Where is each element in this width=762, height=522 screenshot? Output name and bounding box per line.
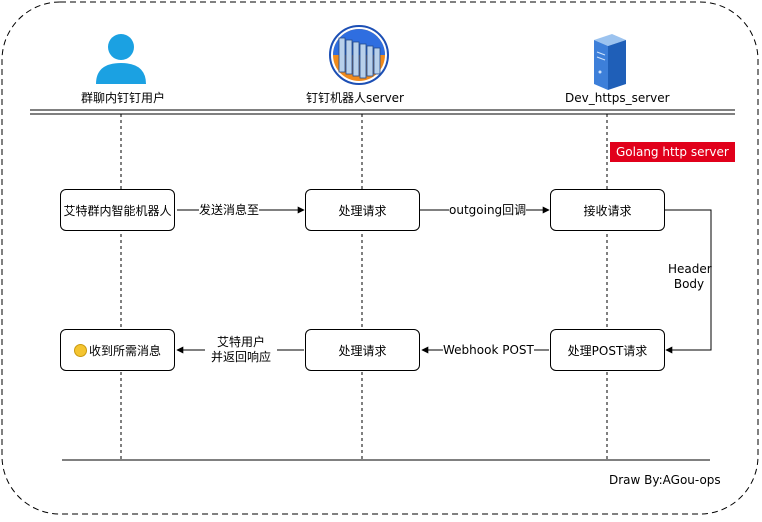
node-at-robot[interactable]: 艾特群内智能机器人	[60, 189, 175, 231]
actor-label-dev: Dev_https_server	[565, 91, 670, 105]
node-process-request-2[interactable]: 处理请求	[305, 329, 420, 371]
edge-label-header-body: Header Body	[668, 262, 712, 292]
edge-label-outgoing: outgoing回调	[449, 203, 527, 218]
user-icon	[96, 34, 146, 84]
node-process-post[interactable]: 处理POST请求	[550, 329, 665, 371]
node-process-request-1[interactable]: 处理请求	[305, 189, 420, 231]
edge-label-return-line2: 并返回响应	[210, 350, 271, 364]
edge-label-header: Header	[668, 262, 712, 276]
credit-text: Draw By:AGou-ops	[609, 473, 721, 487]
smile-emoji-icon	[73, 343, 87, 357]
node-receive-message-label: 收到所需消息	[88, 343, 161, 358]
arrow-header-body	[664, 209, 712, 354]
actor-label-user: 群聊内钉钉用户	[81, 91, 166, 105]
edge-label-body: Body	[673, 277, 705, 291]
diagram-border	[1, 1, 759, 515]
edge-label-webhook: Webhook POST	[443, 343, 534, 358]
server-rack-icon	[329, 25, 389, 85]
node-receive-request[interactable]: 接收请求	[550, 189, 665, 231]
edge-label-send: 发送消息至	[199, 203, 260, 218]
edge-label-return: 艾特用户 并返回响应	[205, 335, 277, 365]
actor-label-robot: 钉钉机器人server	[306, 91, 404, 105]
server-tower-icon	[594, 34, 626, 90]
edge-label-return-line1: 艾特用户	[216, 335, 265, 349]
golang-server-tag: Golang http server	[610, 142, 735, 162]
node-receive-message[interactable]: 收到所需消息	[60, 329, 175, 371]
